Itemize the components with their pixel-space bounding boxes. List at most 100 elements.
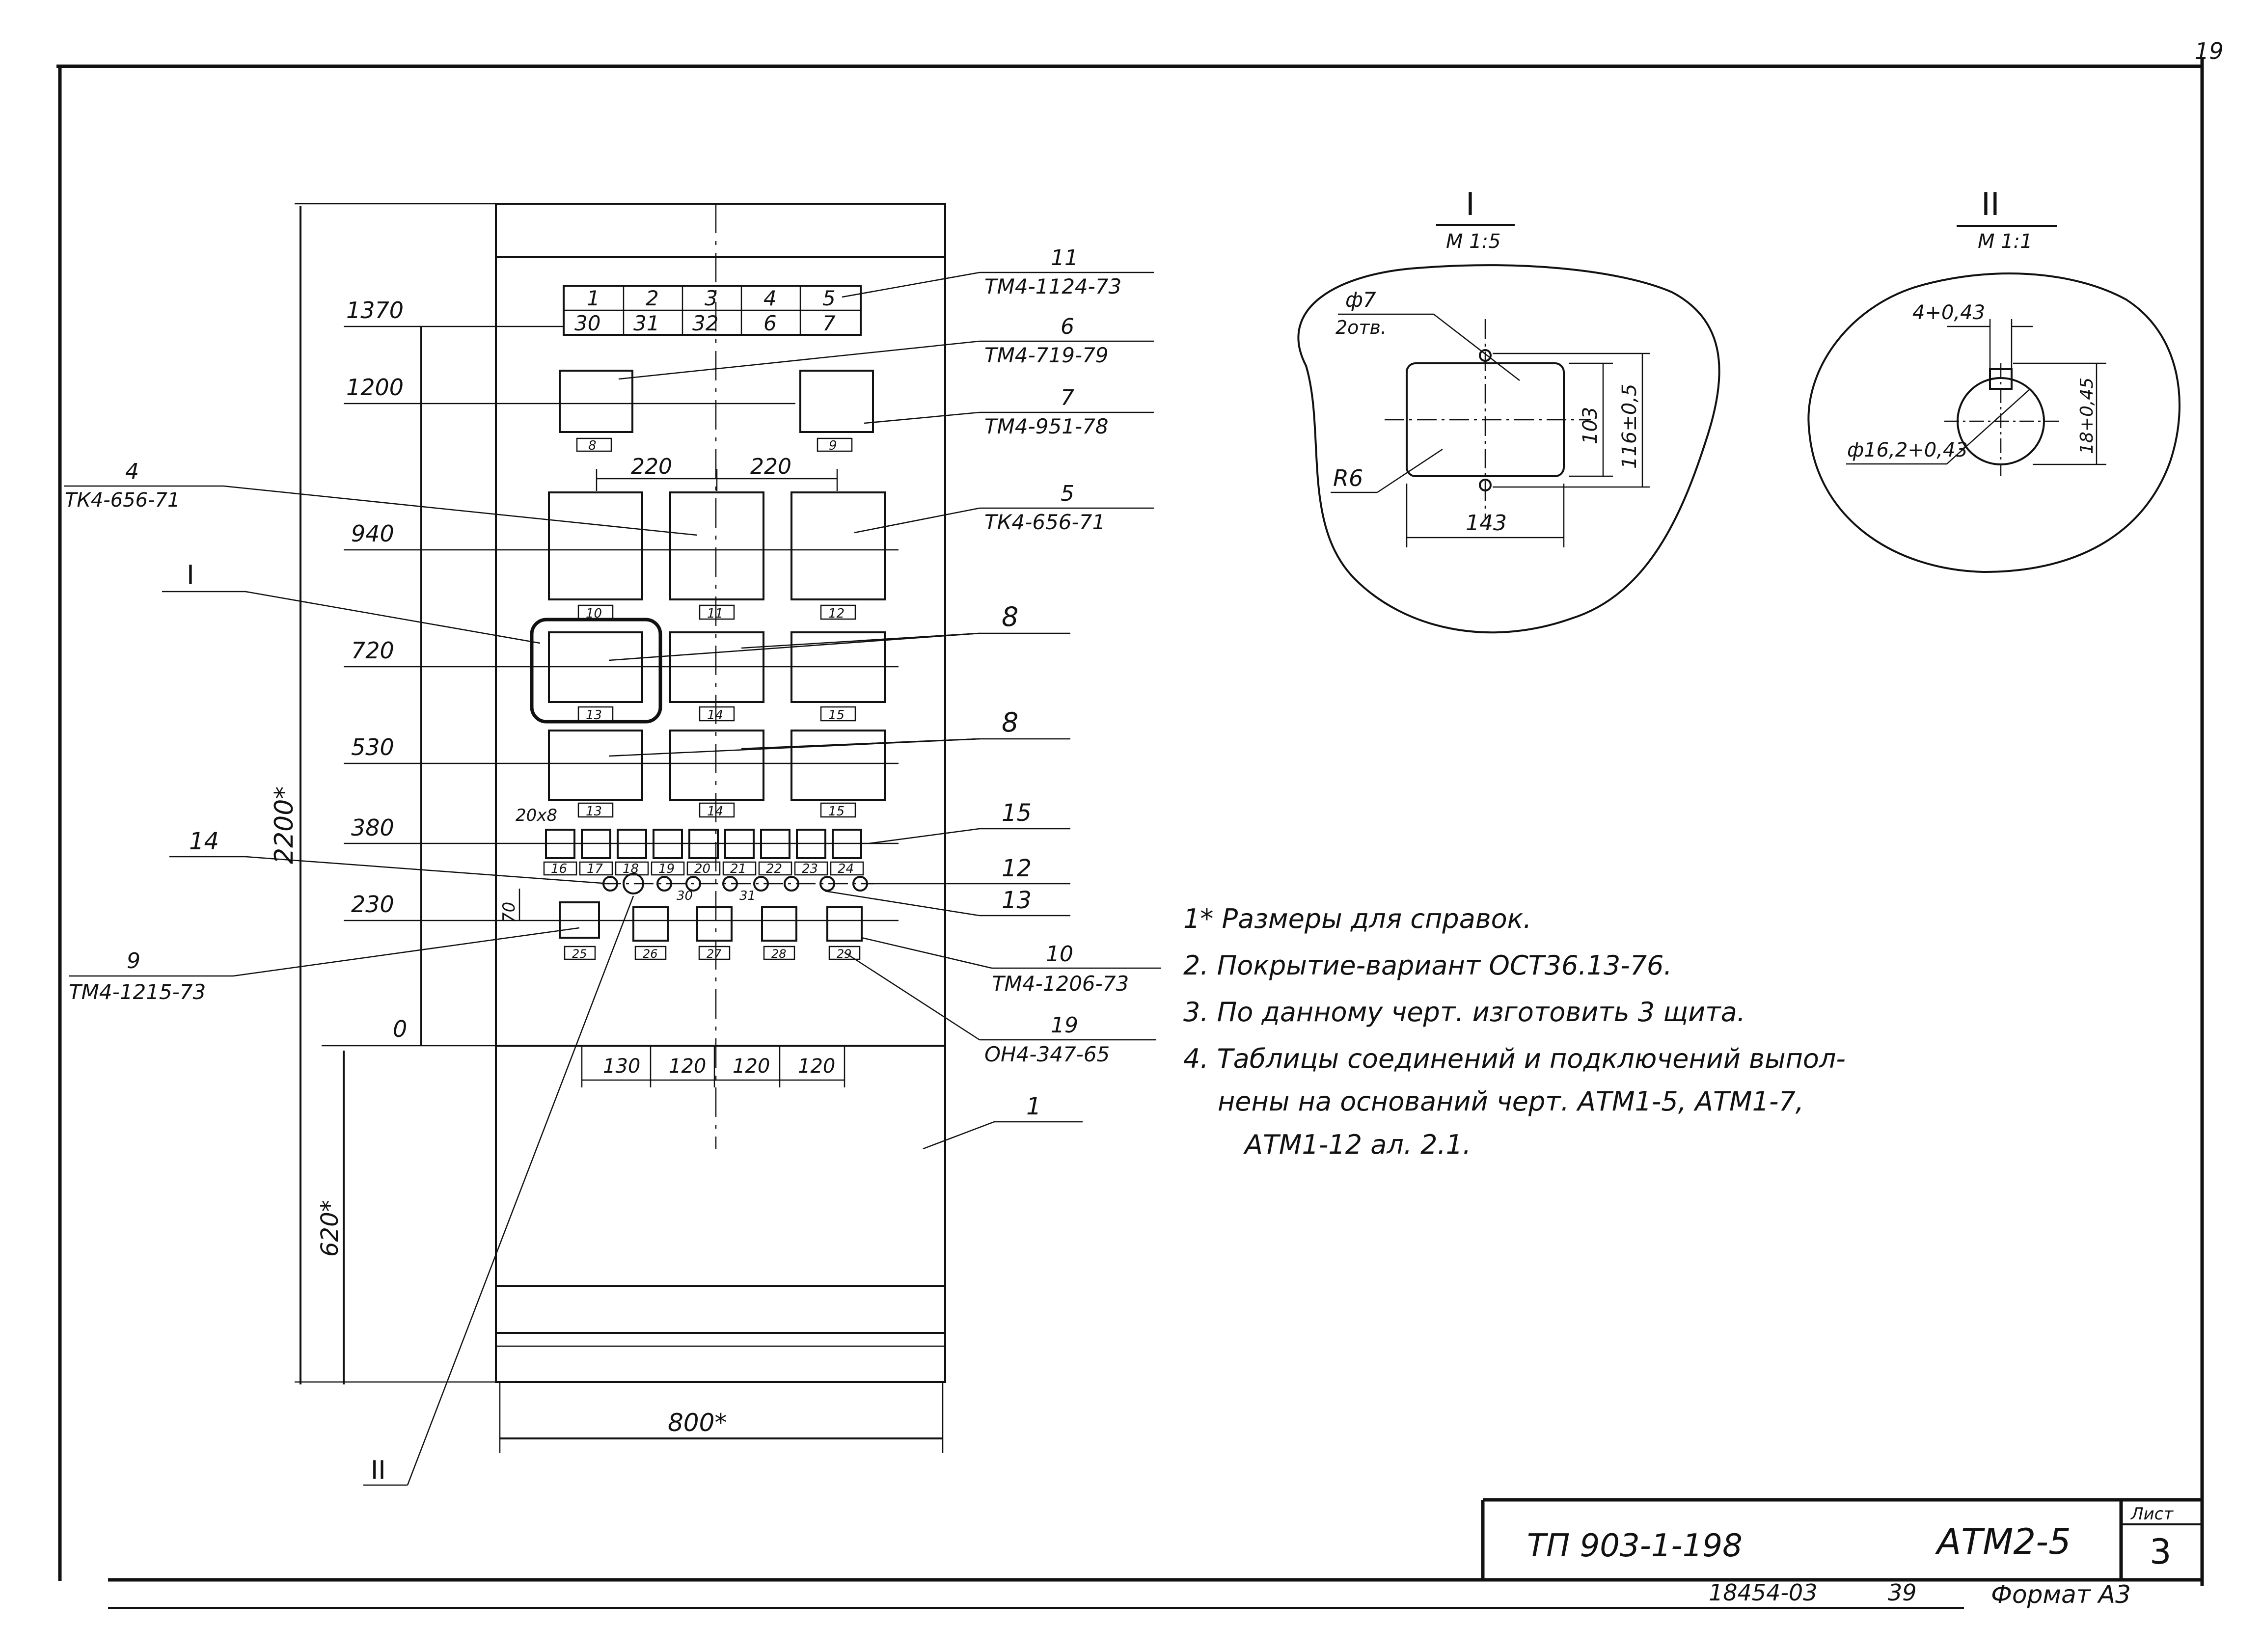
switch-tag: 24: [838, 862, 854, 876]
callout-number: 7: [1061, 385, 1074, 410]
indicator-lamp: [753, 876, 769, 892]
terminal-cell: 2: [646, 286, 659, 310]
callout-number: 13: [1002, 887, 1032, 914]
general-notes: 1* Размеры для справок. 2. Покрытие-вари…: [1183, 903, 1846, 1160]
project-code: ТП 903-1-198: [1527, 1528, 1743, 1564]
terminal-cell: 6: [763, 311, 777, 335]
switch-tag-box: [830, 861, 864, 876]
instrument-tag: 15: [828, 708, 845, 723]
callout-code: ТК4-656-71: [65, 489, 180, 512]
spacing-label: 220: [631, 454, 672, 479]
detail-view-1: I М 1:5 143 103 116±0,5 ф7 2отв. R6: [1297, 187, 1720, 634]
instrument-row-6: 25 26 27 28 29: [559, 901, 863, 961]
callout-number: 8: [1002, 601, 1018, 632]
callouts: 11 ТМ4-1124-73 6 ТМ4-719-79 7 ТМ4-951-78…: [64, 245, 1161, 1486]
sheet-label: Лист: [2130, 1504, 2174, 1524]
instrument-tag: 14: [707, 804, 723, 819]
callout-number: 6: [1061, 314, 1074, 339]
inventory-number: 18454-03: [1709, 1579, 1817, 1606]
callout-code: ТМ4-1215-73: [69, 980, 206, 1004]
instrument-tag: 15: [828, 804, 845, 819]
terminal-cell: 31: [633, 311, 659, 335]
detail-1-width: 143: [1466, 511, 1507, 536]
callout-code: ТМ4-719-79: [984, 343, 1109, 367]
instrument-tag: 13: [586, 708, 602, 723]
callout-number: 5: [1061, 481, 1074, 506]
lamp-tag: 30: [677, 889, 693, 903]
detail-2-scale: М 1:1: [1978, 230, 2033, 253]
panel-outline: [495, 203, 946, 1383]
terminal-cell: 7: [822, 311, 836, 335]
indicator-lamp: [784, 876, 799, 892]
callout-number: 1: [1026, 1093, 1041, 1120]
detail-1-hole: ф7: [1345, 288, 1376, 312]
instrument-tag: 27: [707, 947, 722, 961]
detail-2-key-width: 4+0,43: [1912, 301, 1985, 324]
callout-code: ОН4-347-65: [984, 1042, 1110, 1066]
callout-number: 10: [1046, 942, 1073, 967]
elevation-label: 230: [351, 891, 394, 918]
switch-tag: 21: [730, 862, 746, 876]
switch-tag-box: [579, 861, 613, 876]
terminal-cell: 4: [763, 286, 777, 310]
spacing-dimensions: 220 220 130 120 120 120 800*: [499, 454, 944, 1453]
corner-mark: 19: [2195, 38, 2224, 64]
small-height-dimension: 70: [499, 902, 519, 923]
spacing-label: 120: [669, 1055, 706, 1078]
view-marker-2: II: [371, 1456, 386, 1485]
spacing-label: 120: [798, 1055, 835, 1078]
spacing-label: 120: [733, 1055, 770, 1078]
callout-number: 12: [1002, 855, 1032, 882]
elevation-label: 530: [351, 734, 394, 760]
instrument-tag: 13: [586, 804, 602, 819]
indicator-lamp: [819, 876, 835, 892]
instrument-tag: 8: [588, 438, 597, 453]
callout-number: 9: [127, 948, 140, 974]
sheet-number: 3: [2150, 1532, 2172, 1572]
terminal-strip: 1 2 3 4 5 30 31 32 6 7: [563, 285, 862, 336]
overall-height-dimension: 2200*: [270, 786, 299, 864]
switch-tag: 16: [551, 862, 567, 876]
switch-tag-box: [794, 861, 828, 876]
instrument-row-1: 8 9: [559, 370, 874, 453]
base-height-dimension: 620*: [316, 1200, 344, 1257]
note-line: АТМ1-12 ал. 2.1.: [1243, 1129, 1471, 1160]
indicator-lamp: [685, 876, 701, 892]
detail-view-2: II М 1:1 4+0,43 18+0,45 ф16,2+0,43: [1807, 187, 2180, 573]
indicator-lamp: [623, 873, 644, 894]
page-number: 39: [1888, 1579, 1917, 1606]
terminal-cell: 32: [692, 311, 718, 335]
detail-1-outer-height: 116±0,5: [1618, 384, 1641, 469]
note-line: 4. Таблицы соединений и подключений выпо…: [1183, 1043, 1846, 1074]
instrument-tag: 25: [572, 947, 587, 961]
switch-tag: 22: [766, 862, 782, 876]
detail-1-scale: М 1:5: [1446, 230, 1501, 253]
switch-tag: 20: [694, 862, 710, 876]
spacing-label: 220: [750, 454, 791, 479]
switch-tag-box: [686, 861, 721, 876]
callout-number: 14: [189, 828, 219, 855]
note-line: 2. Покрытие-вариант ОСТ36.13-76.: [1183, 950, 1672, 981]
sheet-format: Формат А3: [1991, 1580, 2131, 1609]
indicator-lamp: [722, 876, 738, 892]
drawing-code: АТМ2-5: [1935, 1521, 2071, 1562]
elevation-label: 1370: [346, 297, 404, 324]
detail-2-bore: ф16,2+0,43: [1847, 439, 1968, 461]
switch-tag-box: [722, 861, 757, 876]
switch-tag: 17: [587, 862, 603, 876]
switch-dimension: 20x8: [516, 806, 557, 825]
lamp-row: 30 31: [601, 873, 874, 903]
note-line: нены на оснований черт. АТМ1-5, АТМ1-7,: [1218, 1086, 1804, 1117]
callout-code: ТМ4-951-78: [984, 414, 1109, 438]
note-line: 1* Размеры для справок.: [1183, 903, 1531, 934]
elevation-label: 720: [351, 637, 394, 664]
detail-1-height: 103: [1579, 407, 1602, 444]
title-block: ТП 903-1-198 АТМ2-5 Лист 3 18454-03 39 Ф…: [1481, 1498, 2202, 1609]
spacing-label: 130: [603, 1055, 640, 1078]
instrument-tag: 9: [829, 438, 837, 453]
callout-code: ТК4-656-71: [984, 510, 1105, 534]
detail-1-holes-count: 2отв.: [1335, 317, 1387, 338]
switch-tag-box: [651, 861, 685, 876]
elevation-label: 940: [351, 520, 394, 547]
